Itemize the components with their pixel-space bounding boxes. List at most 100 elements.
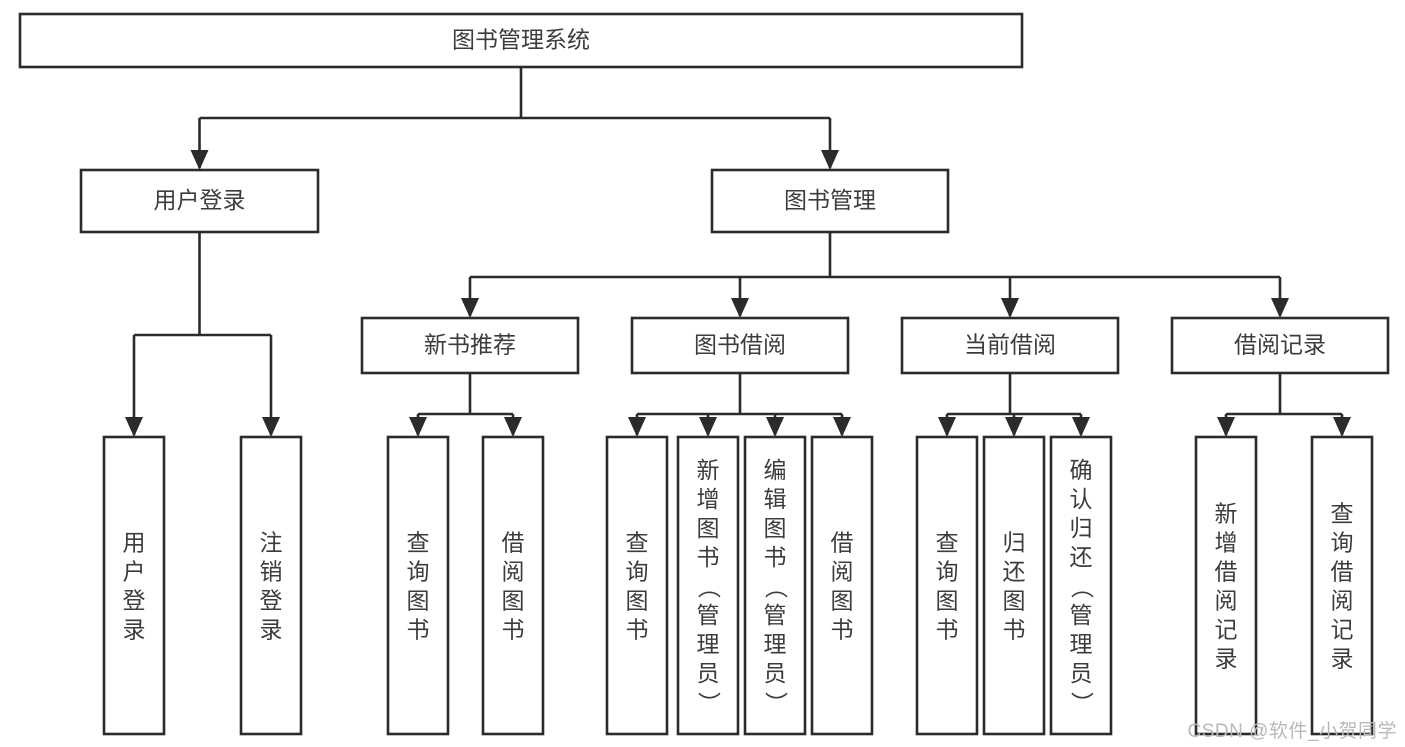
node-root[interactable]: 图书管理系统	[18, 12, 1024, 69]
node-book-borrow[interactable]: 图书借阅	[630, 316, 850, 375]
node-label-char: 借	[1215, 559, 1238, 585]
node-label-char: 询	[407, 559, 430, 585]
node-label-char: 询	[1331, 530, 1354, 556]
arrow-head-icon	[1333, 417, 1351, 437]
node-label-char: 新	[1215, 501, 1238, 527]
arrow-head-icon	[731, 298, 749, 318]
arrow-head-icon	[1271, 298, 1289, 318]
node-label-char: 员	[764, 660, 787, 686]
node-label-char: 还	[1003, 559, 1026, 585]
node-label-char: 图	[831, 588, 854, 614]
node-label-char: 管	[764, 602, 787, 628]
node-label-char: 户	[123, 559, 146, 585]
node-label: 图书借阅	[694, 332, 786, 358]
arrow-head-icon	[1217, 417, 1235, 437]
node-label: 借阅记录	[1234, 332, 1326, 358]
node-label-char: 录	[1215, 646, 1238, 672]
node-label-char: 登	[123, 588, 146, 614]
node-label-char: 归	[1003, 530, 1026, 556]
arrow-head-icon	[1001, 298, 1019, 318]
node-box	[900, 316, 1120, 375]
node-label-char: 书	[697, 544, 720, 570]
node-label-char: 注	[260, 530, 283, 556]
node-label-char: 借	[831, 530, 854, 556]
node-label-char: ）	[1069, 692, 1095, 715]
node-label-char: 查	[1331, 501, 1354, 527]
edges-layer	[125, 67, 1351, 437]
node-box	[630, 316, 850, 375]
node-box	[982, 435, 1046, 736]
node-label-char: 记	[1331, 617, 1354, 643]
node-label-char: 确	[1070, 457, 1093, 483]
node-box	[239, 435, 303, 736]
node-label-char: 阅	[1215, 588, 1238, 614]
node-label-char: 管	[1070, 602, 1093, 628]
arrow-head-icon	[766, 417, 784, 437]
node-label-char: （	[1069, 576, 1095, 599]
arrow-head-icon	[504, 417, 522, 437]
node-label-char: 查	[407, 530, 430, 556]
node-label-char: 归	[1070, 515, 1093, 541]
node-label-char: 书	[831, 617, 854, 643]
node-label-char: 图	[502, 588, 525, 614]
node-leaf-user-login[interactable]: 用户登录	[102, 435, 166, 736]
arrow-head-icon	[190, 150, 209, 170]
arrow-head-icon	[409, 417, 427, 437]
arrow-head-icon	[833, 417, 851, 437]
node-label-char: 还	[1070, 544, 1093, 570]
node-label: 新书推荐	[424, 332, 516, 358]
node-label: 图书管理系统	[452, 27, 590, 53]
node-label-char: 员	[1070, 660, 1093, 686]
node-label-char: 理	[764, 631, 787, 657]
node-label-char: 记	[1215, 617, 1238, 643]
node-box	[676, 435, 740, 736]
node-label-char: 增	[697, 486, 720, 512]
node-box	[810, 435, 874, 736]
node-label-char: 图	[626, 588, 649, 614]
node-label-char: 增	[1215, 530, 1238, 556]
node-label-char: 图	[697, 515, 720, 541]
node-label-char: 查	[936, 530, 959, 556]
node-box	[18, 12, 1024, 69]
node-label-char: 编	[764, 457, 787, 483]
node-book-manage[interactable]: 图书管理	[710, 168, 950, 234]
node-label-char: 新	[697, 457, 720, 483]
node-label-char: 图	[1003, 588, 1026, 614]
node-label-char: 录	[123, 617, 146, 643]
node-label-char: 阅	[831, 559, 854, 585]
node-box	[102, 435, 166, 736]
node-user-login[interactable]: 用户登录	[79, 168, 320, 234]
node-box	[605, 435, 669, 736]
node-new-book-recommend[interactable]: 新书推荐	[360, 316, 580, 375]
node-label-char: 查	[626, 530, 649, 556]
node-current-borrow[interactable]: 当前借阅	[900, 316, 1120, 375]
node-label-char: ）	[763, 692, 789, 715]
arrow-head-icon	[125, 417, 143, 437]
node-label-char: 书	[936, 617, 959, 643]
node-label-char: 销	[260, 559, 283, 585]
node-label-char: 管	[697, 602, 720, 628]
node-label-char: 书	[764, 544, 787, 570]
arrow-head-icon	[628, 417, 646, 437]
node-label-char: 录	[260, 617, 283, 643]
node-label-char: 书	[1003, 617, 1026, 643]
node-label-char: 借	[1331, 559, 1354, 585]
node-label-char: 录	[1331, 646, 1354, 672]
arrow-head-icon	[821, 150, 839, 170]
node-box	[360, 316, 580, 375]
node-box	[1194, 435, 1258, 736]
node-box	[915, 435, 979, 736]
node-borrow-record[interactable]: 借阅记录	[1170, 316, 1390, 375]
